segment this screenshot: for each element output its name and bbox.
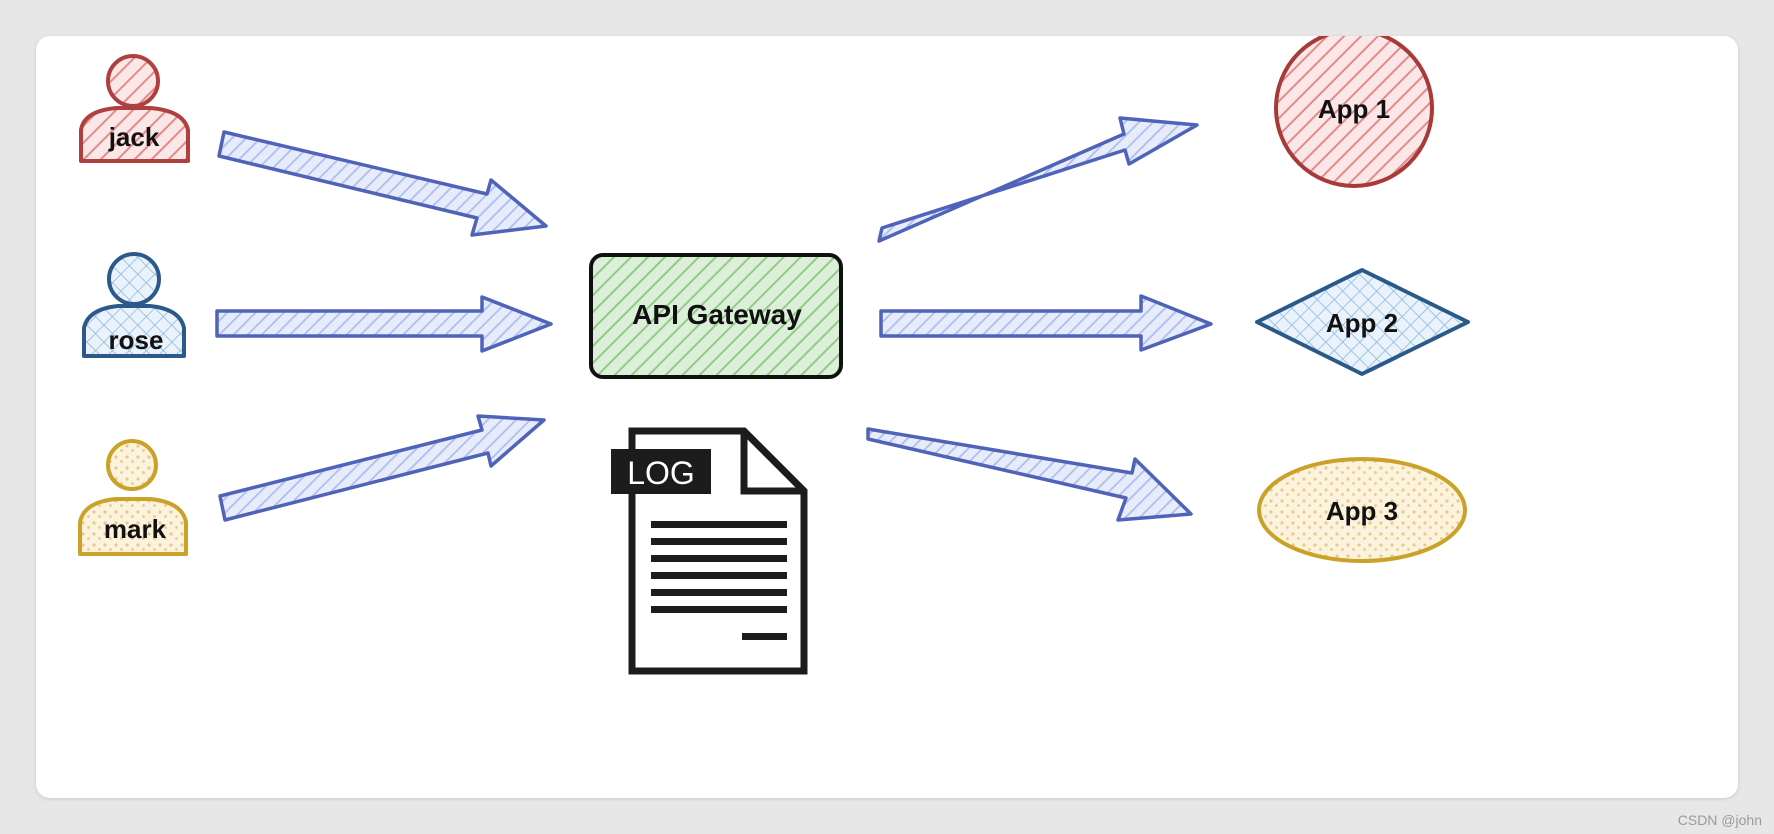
diagram-canvas: jack rose mark A	[36, 36, 1738, 798]
user-jack: jack	[79, 54, 190, 163]
app-label: App 1	[1318, 94, 1390, 124]
watermark-text: CSDN @john	[1677, 812, 1762, 828]
app-2-node: App 2	[1255, 268, 1470, 376]
user-label: mark	[104, 514, 167, 544]
user-label: rose	[109, 325, 164, 355]
arrow-mark-to-gateway	[218, 414, 546, 522]
person-icon	[82, 252, 186, 358]
arrow-gateway-to-app1	[877, 116, 1199, 243]
person-icon	[79, 54, 190, 163]
log-text-lines	[651, 521, 787, 640]
log-label: LOG	[627, 455, 695, 491]
diagram-svg: jack rose mark A	[78, 36, 1470, 675]
user-mark: mark	[78, 439, 188, 556]
app-1-node: App 1	[1274, 36, 1434, 188]
app-label: App 3	[1326, 496, 1398, 526]
user-label: jack	[108, 122, 160, 152]
arrow-jack-to-gateway	[217, 130, 548, 237]
arrow-rose-to-gateway	[215, 295, 553, 353]
log-file-icon: LOG	[611, 427, 808, 675]
gateway-label: API Gateway	[632, 299, 802, 330]
person-icon	[78, 439, 188, 556]
arrow-gateway-to-app3	[866, 427, 1193, 522]
app-label: App 2	[1326, 308, 1398, 338]
app-3-node: App 3	[1257, 457, 1467, 563]
api-gateway-node: API Gateway	[589, 253, 843, 379]
user-rose: rose	[82, 252, 186, 358]
arrow-gateway-to-app2	[879, 294, 1213, 352]
